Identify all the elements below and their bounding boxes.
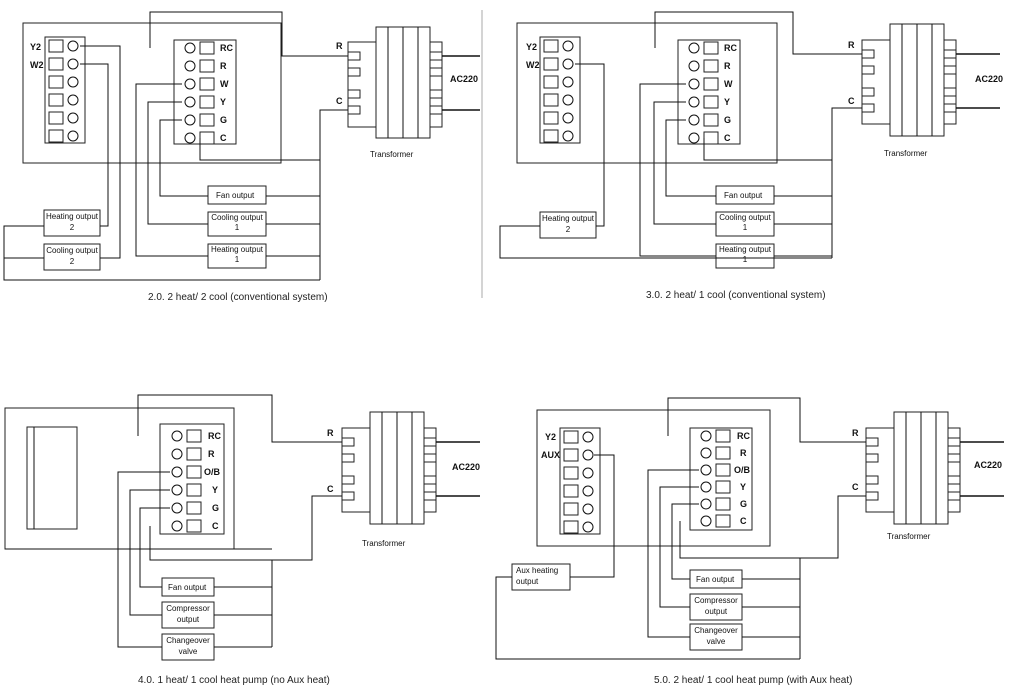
caption: 5.0. 2 heat/ 1 cool heat pump (with Aux … [654, 675, 852, 686]
output-box-changeover [689, 623, 743, 651]
terminal-label-w: W [724, 79, 733, 89]
thermostat-display [26, 426, 78, 530]
diagram-5-0: Y2 AUX RC R O/B Y G C R C AC220 T [495, 397, 1004, 686]
left-terminal-block [559, 427, 601, 535]
caption: 4.0. 1 heat/ 1 cool heat pump (no Aux he… [138, 675, 330, 686]
output-label-fan: Fan output [216, 191, 255, 200]
terminal-label-rc: RC [220, 43, 233, 53]
transformer [347, 26, 443, 139]
terminal-label-y: Y [724, 97, 730, 107]
output-label-fan: Fan output [724, 191, 763, 200]
left-terminal-block [539, 36, 581, 144]
transformer-c-label: C [852, 482, 859, 492]
terminal-label-r: R [724, 61, 731, 71]
transformer-label: Transformer [884, 149, 928, 158]
output-label-heating-1: Heating output 1 [718, 245, 772, 264]
terminal-label-w2: W2 [526, 60, 540, 70]
output-label-compressor: Compressor output [694, 596, 738, 616]
left-output-box-cooling-2 [43, 243, 101, 271]
left-output-box-heating-2 [43, 209, 101, 237]
left-output-label-aux-heating: Aux heating output [516, 566, 559, 586]
terminal-label-g: G [212, 503, 219, 513]
terminal-label-g: G [724, 115, 731, 125]
right-terminal-block [689, 427, 753, 531]
terminal-label-w2: W2 [30, 60, 44, 70]
transformer [865, 411, 961, 525]
caption: 2.0. 2 heat/ 2 cool (conventional system… [148, 292, 328, 303]
right-terminal-block [173, 39, 237, 145]
output-box-cooling-1 [207, 211, 267, 237]
output-box-heating-1 [207, 243, 267, 269]
output-box-fan [207, 185, 267, 205]
transformer [861, 23, 957, 137]
output-label-cooling-1: Cooling output 1 [211, 213, 263, 232]
terminal-label-aux: AUX [541, 450, 560, 460]
ac220-label: AC220 [975, 74, 1003, 84]
transformer-c-label: C [327, 484, 334, 494]
output-box-compressor [689, 593, 743, 621]
terminal-label-c: C [212, 521, 219, 531]
left-output-label-cooling-2: Cooling output 2 [46, 246, 98, 266]
output-box-changeover [161, 633, 215, 661]
output-label-changeover: Changeover valve [166, 636, 210, 656]
diagram-3-0: Y2 W2 RC R W Y G C R C AC220 Tran [499, 11, 1003, 301]
output-label-fan: Fan output [168, 583, 207, 592]
terminal-label-ob: O/B [734, 465, 751, 475]
output-label-cooling-1: Cooling output 1 [719, 213, 771, 232]
transformer-label: Transformer [887, 532, 931, 541]
ac220-label: AC220 [974, 460, 1002, 470]
left-terminal-block [44, 36, 86, 144]
transformer-r-label: R [336, 41, 343, 51]
terminal-label-w: W [220, 79, 229, 89]
terminal-label-rc: RC [208, 431, 221, 441]
transformer-r-label: R [852, 428, 859, 438]
terminal-label-r: R [220, 61, 227, 71]
transformer-r-label: R [327, 428, 334, 438]
terminal-label-c: C [740, 516, 747, 526]
output-label-changeover: Changeover valve [694, 626, 738, 646]
terminal-label-y2: Y2 [526, 42, 537, 52]
terminal-label-y: Y [220, 97, 226, 107]
transformer-r-label: R [848, 40, 855, 50]
terminal-label-r: R [740, 448, 747, 458]
terminal-label-y: Y [212, 485, 218, 495]
right-terminals [184, 41, 215, 145]
terminal-label-c: C [724, 133, 731, 143]
terminal-label-rc: RC [724, 43, 737, 53]
diagram-4-0: RC R O/B Y G C R C AC220 Transformer Fan… [4, 394, 480, 686]
transformer-c-label: C [336, 96, 343, 106]
left-output-box-heating-2 [539, 211, 597, 239]
terminal-label-c: C [220, 133, 227, 143]
output-box-fan [715, 185, 775, 205]
terminal-label-y2: Y2 [545, 432, 556, 442]
transformer-c-label: C [848, 96, 855, 106]
diagram-2-0: Y2 W2 RC R W Y G C R C AC22 [3, 11, 480, 303]
right-terminal-block [677, 39, 741, 145]
terminal-label-rc: RC [737, 431, 750, 441]
output-label-compressor: Compressor output [166, 604, 210, 624]
terminal-label-g: G [220, 115, 227, 125]
terminal-label-r: R [208, 449, 215, 459]
transformer-label: Transformer [370, 150, 414, 159]
left-terminals [48, 39, 79, 143]
transformer-label: Transformer [362, 539, 406, 548]
ac220-label: AC220 [452, 462, 480, 472]
caption: 3.0. 2 heat/ 1 cool (conventional system… [646, 290, 826, 301]
output-label-fan: Fan output [696, 575, 735, 584]
terminal-label-y: Y [740, 482, 746, 492]
terminal-label-ob: O/B [204, 467, 221, 477]
output-label-heating-1: Heating output 1 [210, 245, 264, 264]
terminal-label-y2: Y2 [30, 42, 41, 52]
transformer [341, 411, 437, 525]
left-output-label-heating-2: Heating output 2 [45, 212, 99, 232]
terminal-label-g: G [740, 499, 747, 509]
ac220-label: AC220 [450, 74, 478, 84]
left-output-label-heating-2: Heating output 2 [541, 214, 595, 234]
